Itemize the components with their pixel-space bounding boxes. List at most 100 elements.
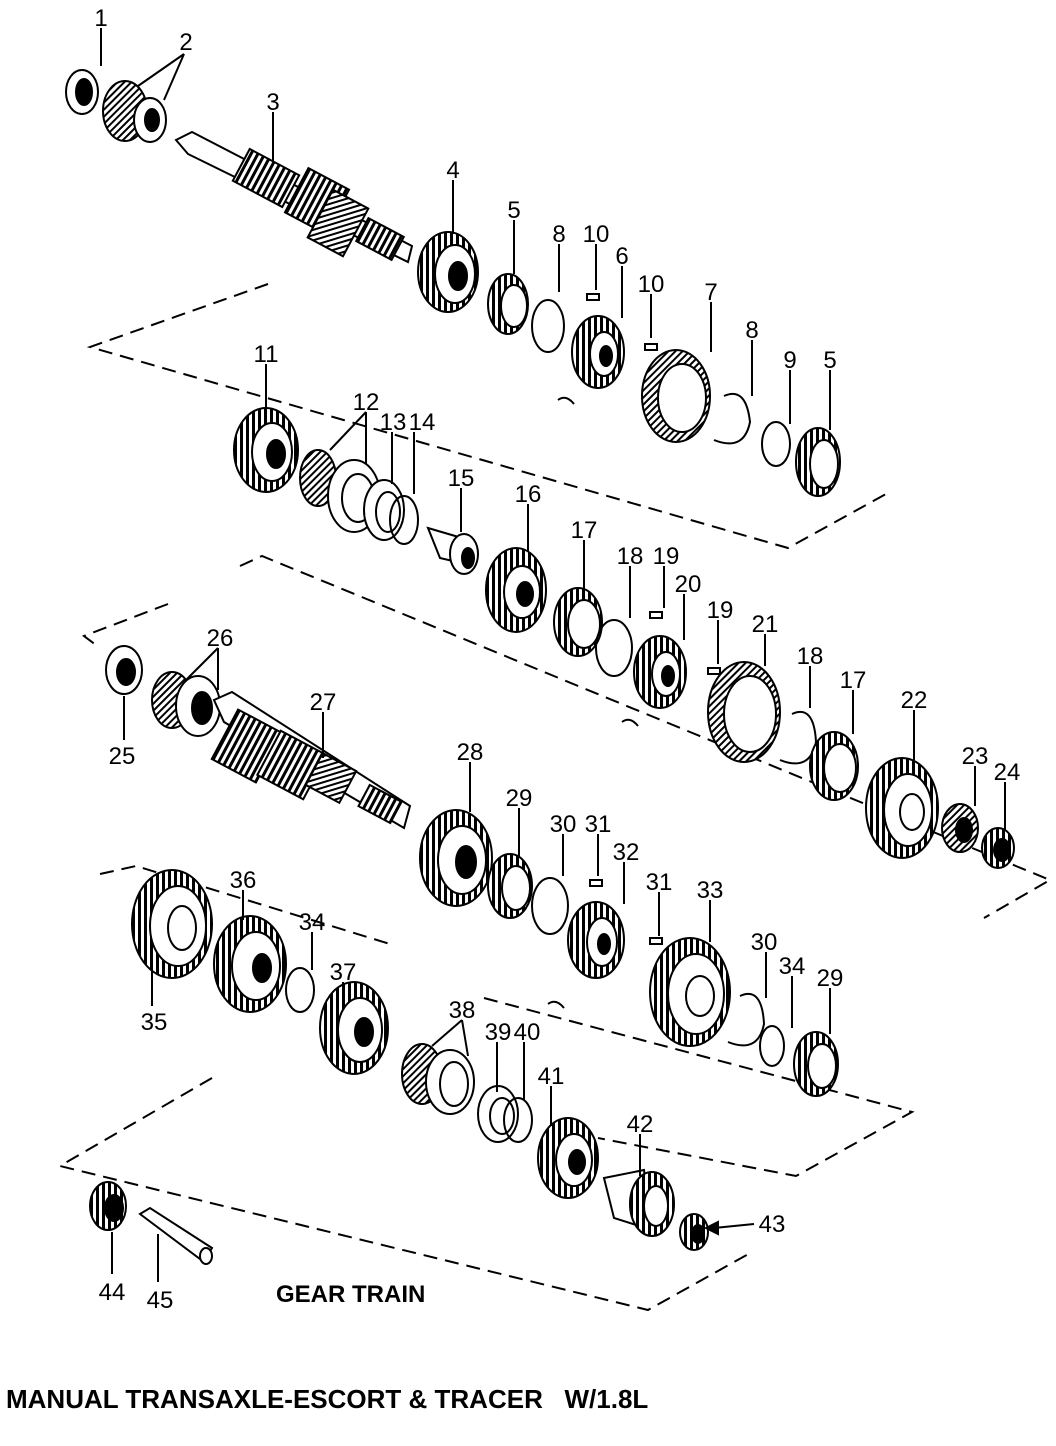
part-8-snap-ring-b (713, 392, 752, 445)
part-2-bearing (102, 80, 167, 143)
part-22-gear (865, 757, 939, 859)
counter-parts (233, 407, 1015, 869)
part-38-bearing (401, 1043, 475, 1115)
part-34-snap-ring (285, 967, 315, 1013)
callout-6: 6 (615, 243, 628, 270)
part-13-ring (363, 479, 405, 541)
part-17-synchro-ring-b (809, 731, 859, 801)
part-32-synchro-hub (567, 901, 625, 979)
callout-32: 32 (613, 839, 640, 866)
callout-18-b: 18 (797, 643, 824, 670)
callout-11: 11 (254, 341, 279, 368)
group-outline-second-shaft (239, 554, 1053, 919)
callout-19: 19 (653, 543, 680, 570)
callout-3: 3 (266, 89, 279, 116)
callout-26: 26 (207, 625, 234, 652)
callout-7: 7 (704, 279, 717, 306)
callout-1: 1 (94, 5, 107, 32)
callout-23: 23 (962, 743, 989, 770)
part-16-gear (485, 547, 547, 633)
callout-27: 27 (310, 689, 337, 716)
part-27-output-shaft (210, 690, 412, 830)
group-outline-left-bracket (81, 603, 169, 649)
part-30-snap-ring-b (727, 993, 766, 1047)
callout-44: 44 (99, 1279, 126, 1306)
callout-17: 17 (571, 517, 598, 544)
group-outline-lower-right (483, 997, 915, 1178)
callout-41: 41 (538, 1063, 565, 1090)
callout-8-b: 8 (745, 317, 758, 344)
part-20-synchro-hub (633, 635, 687, 709)
part-8-snap-ring (531, 299, 565, 353)
callout-13: 13 (380, 409, 407, 436)
part-42-bearing (602, 1168, 675, 1237)
callout-19-b: 19 (707, 597, 734, 624)
part-26-bearing (151, 671, 221, 737)
part-3-input-shaft (174, 130, 414, 264)
callout-29-b: 29 (817, 965, 844, 992)
part-10-key (557, 293, 658, 405)
callout-24: 24 (994, 759, 1021, 786)
callout-12: 12 (353, 389, 380, 416)
part-23-bearing (941, 803, 979, 853)
callout-18: 18 (617, 543, 644, 570)
diagram-subtitle: GEAR TRAIN (276, 1281, 425, 1308)
callout-10-b: 10 (638, 271, 665, 298)
part-34-spring (759, 1025, 785, 1067)
group-outline-lower-shaft (99, 864, 391, 945)
output-shaft-parts (105, 645, 839, 1097)
callout-9: 9 (783, 347, 796, 374)
part-44-gear (89, 1181, 127, 1231)
part-41-gear (537, 1117, 599, 1199)
part-1-bearing-race (65, 69, 99, 115)
part-21-sleeve (707, 661, 781, 763)
part-45-shaft (138, 1206, 214, 1265)
leader-lines (100, 28, 1006, 1282)
callout-34-b: 34 (299, 909, 326, 936)
callout-42: 42 (627, 1111, 654, 1138)
callout-4: 4 (446, 157, 459, 184)
callout-22: 22 (901, 687, 928, 714)
part-11-gear (233, 407, 299, 493)
callout-5-b: 5 (823, 347, 836, 374)
part-6-synchro-hub (571, 315, 625, 389)
part-37-gear (319, 981, 389, 1075)
part-36-gear (213, 915, 287, 1013)
callout-28: 28 (457, 739, 484, 766)
callout-8: 8 (552, 221, 565, 248)
part-39-ring (477, 1085, 519, 1143)
part-5-synchro-ring (487, 273, 529, 335)
part-35-gear (131, 869, 213, 979)
callout-35: 35 (141, 1009, 168, 1036)
callout-39: 39 (485, 1019, 512, 1046)
callout-15: 15 (448, 465, 475, 492)
callout-31: 31 (585, 811, 612, 838)
callout-17-b: 17 (840, 667, 867, 694)
diagram-caption: MANUAL TRANSAXLE-ESCORT & TRACER W/1.8L (6, 1384, 648, 1414)
callout-31-b: 31 (646, 869, 673, 896)
callout-30-b: 30 (751, 929, 778, 956)
callout-33: 33 (697, 877, 724, 904)
callout-5: 5 (507, 197, 520, 224)
part-14-ring (389, 495, 419, 545)
callout-37: 37 (330, 959, 357, 986)
part-29-synchro-ring (487, 853, 533, 919)
callout-labels: 1 2 3 4 5 8 10 6 10 7 8 9 5 11 12 13 14 … (94, 5, 1020, 1314)
callout-30: 30 (550, 811, 577, 838)
input-shaft-parts (65, 69, 841, 497)
part-9-spring (761, 421, 791, 467)
part-24-nut (981, 827, 1015, 869)
part-4-gear (417, 231, 479, 313)
callout-40: 40 (514, 1019, 541, 1046)
part-30-snap-ring (531, 877, 569, 935)
group-outline-upper-shaft (86, 283, 887, 550)
callout-20: 20 (675, 571, 702, 598)
part-18-snap-ring (595, 619, 633, 677)
callout-16: 16 (515, 481, 542, 508)
callout-43: 43 (759, 1211, 786, 1238)
callout-21: 21 (752, 611, 779, 638)
part-15-spacer (426, 526, 479, 575)
callout-34: 34 (779, 953, 806, 980)
part-33-gear (649, 937, 731, 1047)
